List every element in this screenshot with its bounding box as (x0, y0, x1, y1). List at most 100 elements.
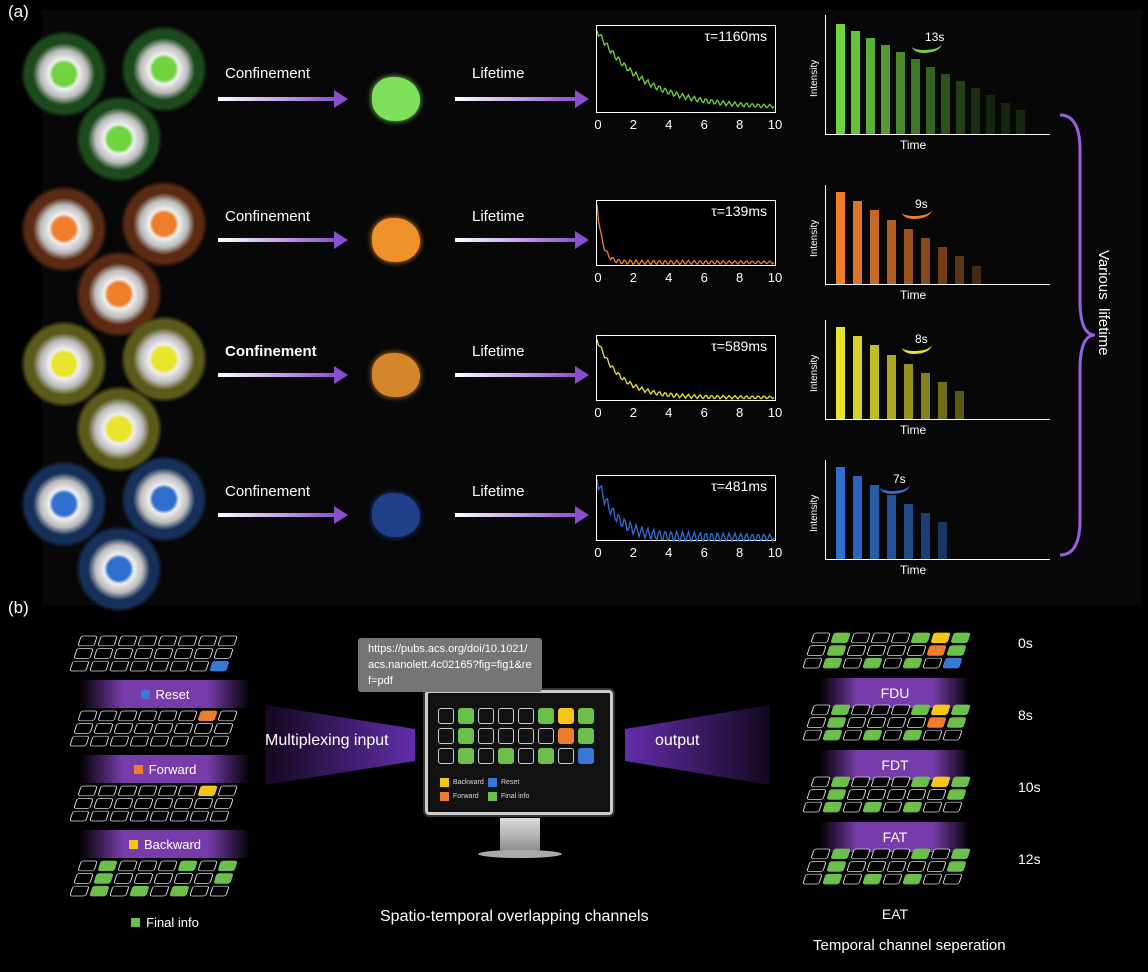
monitor-cell (458, 728, 474, 744)
grid-cell (942, 873, 963, 885)
grid-cell (213, 873, 234, 884)
legend-label: Final info (501, 793, 530, 800)
grid-cell (93, 723, 114, 734)
panel-a-background (42, 10, 1142, 605)
grid-cell (890, 776, 911, 788)
grid-cell (950, 632, 971, 644)
decoded-word: FDT (820, 750, 970, 780)
grid-cell (890, 632, 911, 644)
grid-cell (169, 735, 190, 747)
intensity-bar (870, 485, 879, 559)
time-label: 12s (1018, 851, 1041, 867)
grid-cell (886, 717, 907, 728)
x-axis-label: Time (900, 423, 927, 437)
grid-cell (902, 729, 923, 741)
y-axis-label: Intensity (809, 354, 820, 392)
grid-cell (802, 873, 823, 885)
grid-cell (886, 789, 907, 800)
grid-cell (910, 848, 931, 860)
grid-cell (862, 657, 883, 669)
x-axis-label: Time (900, 563, 927, 577)
intensity-bar (955, 391, 964, 419)
tau-label: τ=1160ms (704, 28, 767, 44)
intensity-bar (851, 30, 860, 134)
monitor-cell (558, 708, 574, 724)
monitor-base (478, 850, 562, 858)
x-tick-label: 10 (767, 545, 783, 560)
various-lifetime-label: Various lifetime (1095, 250, 1112, 356)
grid-cell (197, 860, 218, 872)
intensity-bar (870, 210, 879, 284)
grid-cell (942, 657, 963, 669)
grid-cell (810, 848, 831, 860)
monitor-cell (578, 748, 594, 764)
grid-cell (133, 648, 154, 659)
grid-cell (902, 873, 923, 885)
decay-curve (597, 479, 775, 542)
grid-cell (209, 885, 230, 897)
curved-arrow-icon (902, 338, 932, 354)
grid-cell (902, 801, 923, 813)
grid-cell (93, 648, 114, 659)
grid-cell (946, 861, 967, 872)
x-axis-label: Time (900, 288, 927, 302)
confinement-arrow (218, 90, 348, 108)
grid-cell (153, 723, 174, 734)
grid-cell (806, 789, 827, 800)
grid-cell (866, 861, 887, 872)
grid-cell (129, 885, 150, 897)
grid-cell (73, 873, 94, 884)
grid-cell (870, 704, 891, 716)
confined-sample (372, 77, 420, 121)
grid-cell (169, 885, 190, 897)
x-tick-label: 10 (767, 405, 783, 420)
x-tick-label: 6 (700, 117, 708, 132)
decay-curve (597, 339, 775, 400)
intensity-bar (881, 45, 890, 134)
grid-cell (173, 648, 194, 659)
grid-cell (109, 660, 130, 672)
lifetime-arrow (455, 366, 589, 384)
grid-cell (93, 798, 114, 809)
grid-cell (826, 789, 847, 800)
grid-cell (922, 657, 943, 669)
grid-cell (217, 710, 238, 722)
grid-cell (133, 798, 154, 809)
grid-cell (157, 710, 178, 722)
intensity-bar (941, 73, 950, 134)
grid-cell (850, 848, 871, 860)
grid-cell (846, 861, 867, 872)
x-tick-label: 10 (767, 270, 783, 285)
grid-cell (177, 785, 198, 797)
grid-cell (930, 704, 951, 716)
x-tick-label: 4 (665, 270, 673, 285)
lifetime-arrow (455, 90, 589, 108)
intensity-bar (887, 219, 896, 284)
grid-cell (173, 798, 194, 809)
confined-sample (372, 493, 420, 537)
legend-item: Reset (488, 778, 519, 787)
grid-cell (870, 848, 891, 860)
decoded-word: EAT (881, 906, 909, 922)
monitor-cell (578, 728, 594, 744)
grid-cell (822, 657, 843, 669)
brace-icon (1059, 113, 1096, 557)
grid-cell (97, 860, 118, 872)
grid-cell (97, 635, 118, 647)
grid-cell (137, 860, 158, 872)
grid-cell (137, 635, 158, 647)
confined-sample (372, 218, 420, 262)
grid-cell (910, 704, 931, 716)
output-grid (802, 848, 971, 885)
monitor-cell (538, 748, 554, 764)
grid-cell (97, 710, 118, 722)
grid-cell (902, 657, 923, 669)
grid-cell (950, 776, 971, 788)
grid-cell (109, 735, 130, 747)
grid-cell (910, 776, 931, 788)
curved-arrow-icon (912, 37, 942, 53)
confined-sample (372, 353, 420, 397)
intensity-bar (870, 345, 879, 419)
grid-cell (830, 704, 851, 716)
